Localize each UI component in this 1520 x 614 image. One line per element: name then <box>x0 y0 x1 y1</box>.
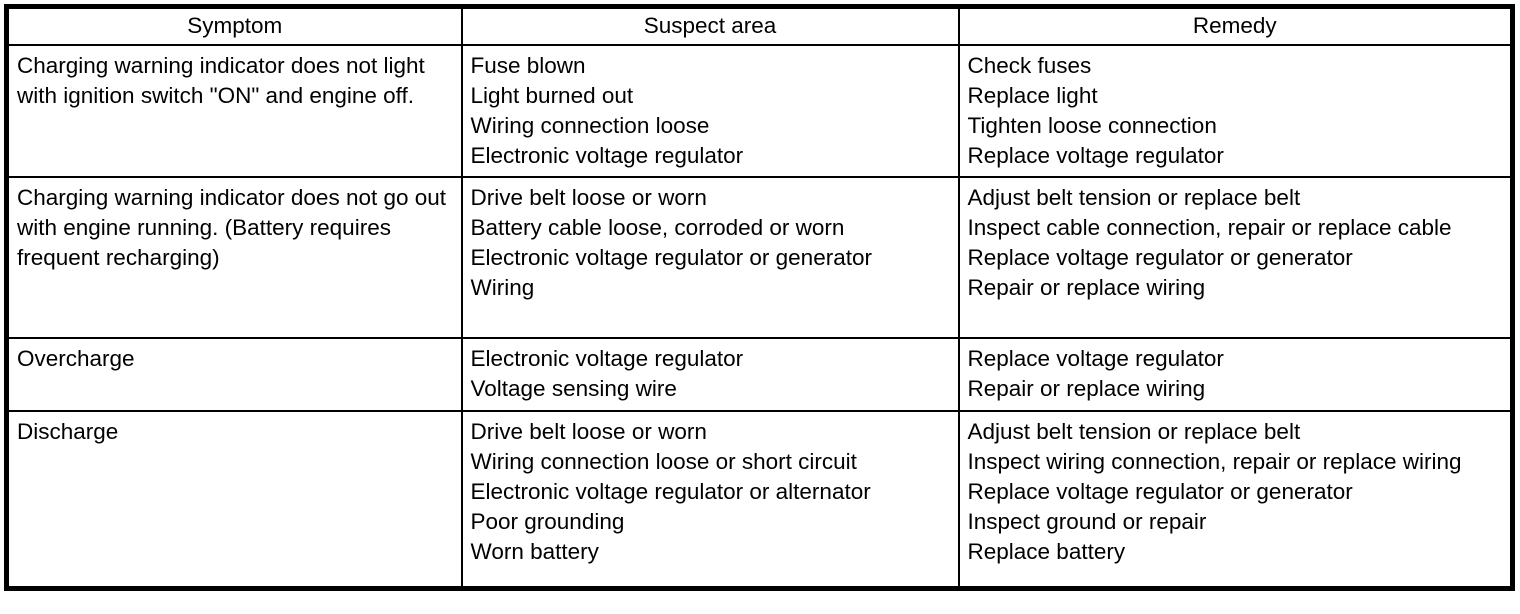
table-row: Charging warning indicator does not go o… <box>5 175 1514 339</box>
list-item: Worn battery <box>470 538 599 564</box>
list-item: Electronic voltage regulator <box>470 345 744 371</box>
list-item: Electronic voltage regulator <box>470 142 744 168</box>
list-item: Repair or replace wiring <box>967 375 1206 401</box>
list-item: Wiring connection loose or short circuit <box>470 448 857 474</box>
list-item: Drive belt loose or worn <box>470 418 707 444</box>
symptom-cell: Charging warning indicator does not go o… <box>5 175 463 339</box>
table-row: Charging warning indicator does not ligh… <box>5 43 1514 178</box>
list-item: Replace voltage regulator <box>967 142 1224 168</box>
header-row: Symptom Suspect area Remedy <box>5 5 1514 46</box>
list-item: Electronic voltage regulator or alternat… <box>470 478 871 504</box>
header-suspect-area: Suspect area <box>460 5 960 46</box>
list-item: Inspect ground or repair <box>967 508 1207 534</box>
symptom-cell: Charging warning indicator does not ligh… <box>5 43 463 178</box>
list-item: Inspect wiring connection, repair or rep… <box>967 448 1462 474</box>
header-remedy: Remedy <box>957 5 1514 46</box>
list-item: Electronic voltage regulator or generato… <box>470 244 872 270</box>
symptom-text: Charging warning indicator does not go o… <box>17 184 447 270</box>
list-item: Voltage sensing wire <box>470 375 677 401</box>
list-item: Replace voltage regulator or generator <box>967 244 1353 270</box>
list-item: Check fuses <box>967 52 1092 78</box>
symptom-text: Charging warning indicator does not ligh… <box>17 52 425 108</box>
list-item: Light burned out <box>470 82 634 108</box>
list-item: Adjust belt tension or replace belt <box>967 184 1301 210</box>
symptom-text: Overcharge <box>17 345 135 371</box>
list-item: Tighten loose connection <box>967 112 1217 138</box>
list-item: Adjust belt tension or replace belt <box>967 418 1301 444</box>
list-item: Wiring <box>470 274 535 300</box>
troubleshooting-table: Symptom Suspect area Remedy Charging war… <box>4 4 1515 591</box>
list-item: Fuse blown <box>470 52 586 78</box>
symptom-cell: Discharge <box>5 409 463 590</box>
list-item: Drive belt loose or worn <box>470 184 707 210</box>
list-item: Replace light <box>967 82 1098 108</box>
list-item: Wiring connection loose <box>470 112 710 138</box>
list-item: Repair or replace wiring <box>967 274 1206 300</box>
list-item: Replace voltage regulator or generator <box>967 478 1353 504</box>
symptom-cell: Overcharge <box>5 336 463 412</box>
list-item: Poor grounding <box>470 508 625 534</box>
list-item: Replace voltage regulator <box>967 345 1224 371</box>
header-symptom: Symptom <box>5 5 463 46</box>
list-item: Battery cable loose, corroded or worn <box>470 214 845 240</box>
list-item: Replace battery <box>967 538 1126 564</box>
list-item: Inspect cable connection, repair or repl… <box>967 214 1452 240</box>
symptom-text: Discharge <box>17 418 119 444</box>
